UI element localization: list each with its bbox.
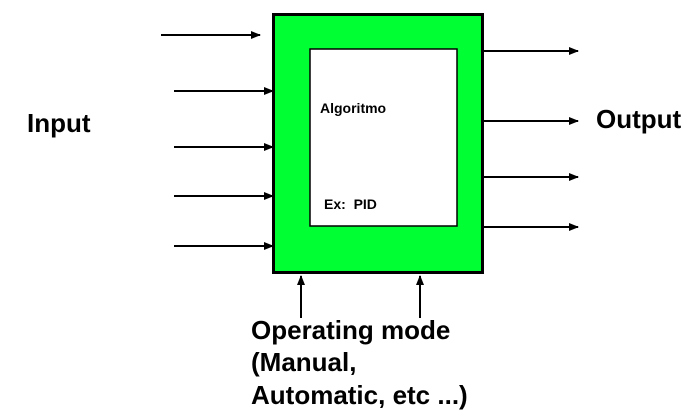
output-label: Output xyxy=(596,104,682,134)
algorithm-example: Ex: PID xyxy=(324,196,377,212)
mode-line: Operating mode xyxy=(251,315,450,345)
mode-line: Automatic, etc ...) xyxy=(251,380,468,410)
input-arrows xyxy=(161,31,274,250)
algorithm-inner-box xyxy=(309,48,458,227)
algorithm-title: Algoritmo xyxy=(320,100,386,116)
operating-mode-label: Operating mode (Manual, Automatic, etc .… xyxy=(251,315,468,410)
mode-arrows xyxy=(297,275,424,318)
output-arrows xyxy=(482,47,579,231)
input-label: Input xyxy=(27,108,91,138)
mode-line: (Manual, xyxy=(251,347,356,377)
